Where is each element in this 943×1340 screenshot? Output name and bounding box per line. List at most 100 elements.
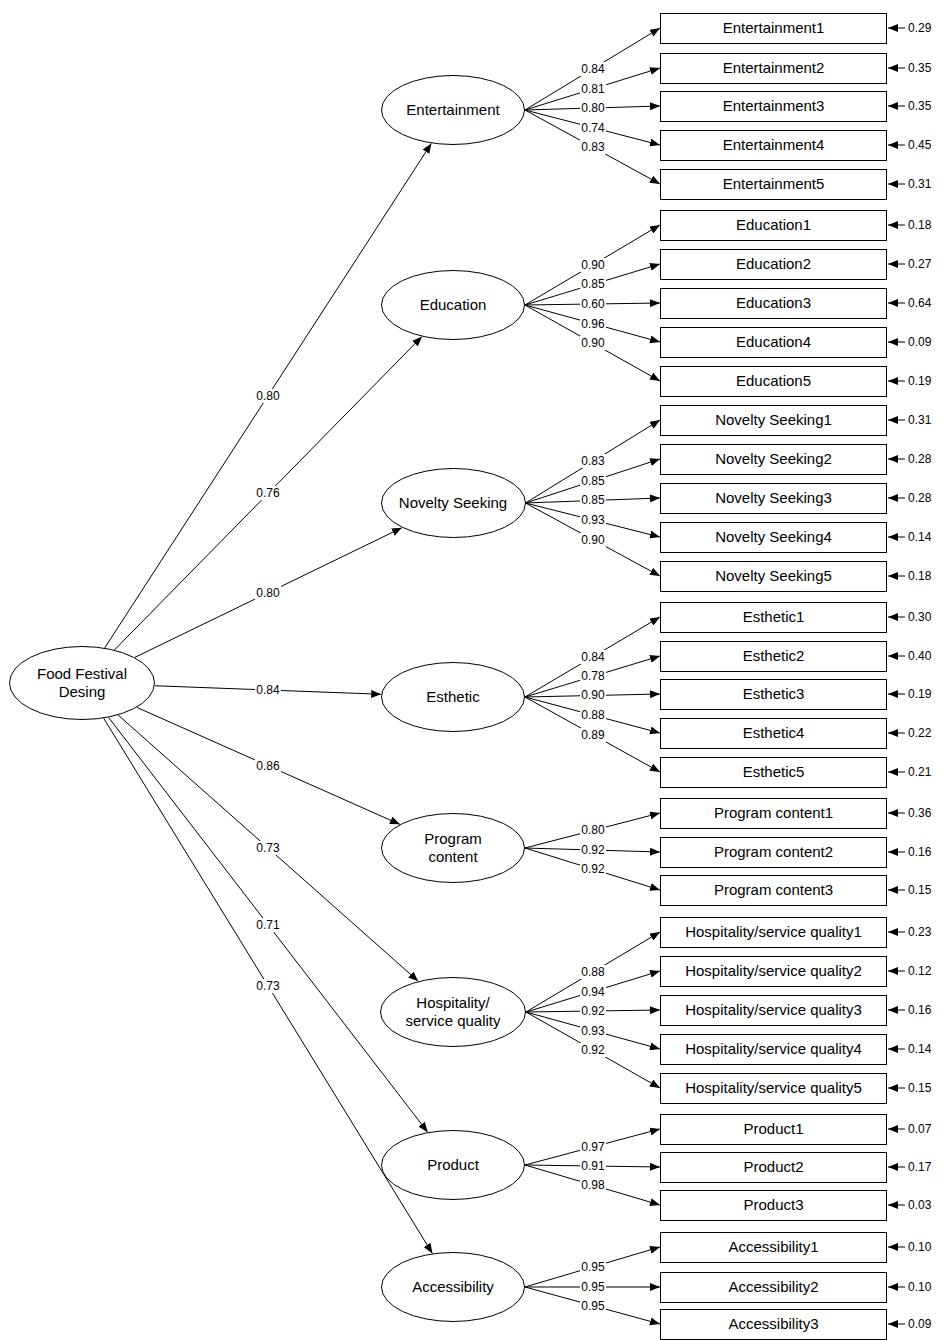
error-variance: 0.14 [908,530,931,544]
loading-value: 0.88 [580,965,605,979]
loading-value: 0.92 [580,862,605,876]
indicator-label: Education1 [736,216,811,234]
indicator-box: Education5 [660,366,887,397]
loading-value: 0.92 [580,1043,605,1057]
loading-value: 0.95 [580,1299,605,1313]
loading-value: 0.98 [580,1178,605,1192]
error-variance: 0.19 [908,687,931,701]
indicator-box: Esthetic1 [660,602,887,633]
indicator-box: Hospitality/service quality1 [660,917,887,948]
indicator-box: Entertainment1 [660,13,887,44]
indicator-box: Program content2 [660,837,887,868]
indicator-label: Hospitality/service quality4 [685,1040,862,1058]
loading-arrow [525,305,660,381]
loading-arrow [526,1012,660,1088]
loading-value: 0.86 [255,759,280,773]
text-wrap: Novelty Seeking4 [715,528,832,546]
error-arrow [888,1129,905,1130]
text-wrap: Esthetic3 [743,685,805,703]
indicator-label: Accessibility2 [728,1278,818,1296]
error-variance: 0.09 [908,1317,931,1331]
indicator-box: Education1 [660,210,887,241]
latent-label: Novelty Seeking [399,494,507,512]
indicator-label: Novelty Seeking2 [715,450,832,468]
indicator-label: Hospitality/service quality2 [685,962,862,980]
factor-arrow [135,528,402,658]
loading-value: 0.80 [255,586,280,600]
text-wrap: Program content2 [714,843,833,861]
loading-value: 0.73 [255,979,280,993]
error-variance: 0.23 [908,925,931,939]
latent-ellipse: Novelty Seeking [381,468,526,538]
error-variance: 0.28 [908,452,931,466]
text-wrap: Esthetic5 [743,763,805,781]
error-variance: 0.45 [908,138,931,152]
error-arrow [888,1205,905,1206]
indicator-label: Esthetic1 [743,608,805,626]
text-wrap: Esthetic4 [743,724,805,742]
loading-value: 0.83 [580,454,605,468]
indicator-box: Product2 [660,1152,887,1183]
error-variance: 0.29 [908,21,931,35]
indicator-label: Accessibility3 [728,1315,818,1333]
indicator-box: Product1 [660,1114,887,1145]
loading-value: 0.78 [580,669,605,683]
indicator-box: Entertainment2 [660,53,887,84]
latent-ellipse: Education [381,270,525,340]
error-variance: 0.10 [908,1280,931,1294]
text-wrap: Novelty Seeking1 [715,411,832,429]
error-variance: 0.35 [908,61,931,75]
loading-value: 0.85 [580,277,605,291]
loading-arrow [526,420,661,503]
loading-arrow [525,617,660,697]
loading-value: 0.81 [580,82,605,96]
error-arrow [888,733,905,734]
error-arrow [888,1167,905,1168]
indicator-label: Education5 [736,372,811,390]
loading-value: 0.80 [255,389,280,403]
indicator-label: Entertainment2 [723,59,825,77]
error-arrow [888,303,905,304]
error-arrow [888,1287,905,1288]
text-wrap: Novelty Seeking [399,494,507,512]
loading-arrow [525,225,660,305]
indicator-label: Hospitality/service quality3 [685,1001,862,1019]
loading-arrow [526,503,661,576]
latent-label: Product [427,1156,479,1174]
error-variance: 0.18 [908,569,931,583]
loading-value: 0.96 [580,317,605,331]
indicator-box: Accessibility3 [660,1309,887,1340]
loading-value: 0.93 [580,513,605,527]
latent-label: Entertainment [406,101,499,119]
loading-value: 0.90 [580,533,605,547]
error-variance: 0.07 [908,1122,931,1136]
indicator-box: Entertainment5 [660,169,887,200]
indicator-label: Esthetic5 [743,763,805,781]
factor-arrow [109,717,428,1132]
latent-ellipse: Product [381,1130,525,1200]
text-wrap: Hospitality/ service quality [398,994,508,1030]
latent-label: Accessibility [412,1278,494,1296]
indicator-label: Product2 [743,1158,803,1176]
error-variance: 0.36 [908,806,931,820]
error-arrow [888,772,905,773]
error-arrow [888,1010,905,1011]
loading-value: 0.84 [255,683,280,697]
indicator-label: Esthetic4 [743,724,805,742]
error-variance: 0.16 [908,1003,931,1017]
loading-value: 0.92 [580,843,605,857]
error-arrow [888,1049,905,1050]
error-arrow [888,932,905,933]
error-variance: 0.19 [908,374,931,388]
indicator-box: Esthetic2 [660,641,887,672]
text-wrap: Hospitality/service quality3 [685,1001,862,1019]
indicator-box: Accessibility1 [660,1232,887,1263]
text-wrap: Education [420,296,487,314]
indicator-label: Novelty Seeking4 [715,528,832,546]
text-wrap: Product [427,1156,479,1174]
loading-value: 0.90 [580,336,605,350]
indicator-label: Program content3 [714,881,833,899]
indicator-label: Hospitality/service quality1 [685,923,862,941]
indicator-label: Education3 [736,294,811,312]
text-wrap: Novelty Seeking2 [715,450,832,468]
